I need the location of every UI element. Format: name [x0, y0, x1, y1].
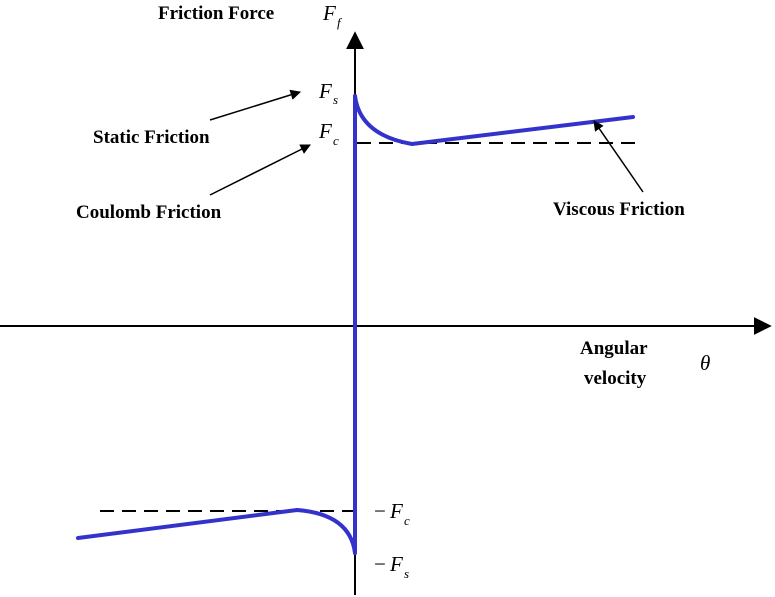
static-friction-arrow — [209, 89, 302, 121]
viscous-friction-label: Viscous Friction — [553, 199, 685, 220]
y-axis-title-symbol-sub: f — [337, 15, 343, 30]
curve-negative-branch — [76, 508, 357, 555]
viscous-friction-arrow — [593, 120, 644, 193]
x-axis-label-line1: Angular — [580, 338, 648, 359]
x-axis-label-line2: velocity — [584, 368, 647, 389]
x-axis-symbol: θ — [700, 351, 710, 375]
fc-negative-symbol: F — [389, 499, 403, 523]
fs-positive-symbol: F — [318, 79, 332, 103]
fc-negative-prefix: − — [374, 499, 386, 523]
fs-negative-symbol: F — [389, 552, 403, 576]
friction-curve — [76, 94, 635, 555]
fc-negative-sub: c — [404, 513, 410, 528]
coulomb-friction-label: Coulomb Friction — [76, 202, 222, 223]
coulomb-friction-arrow — [209, 144, 311, 196]
fs-positive-sub: s — [333, 92, 338, 107]
fs-negative-sub: s — [404, 566, 409, 581]
fc-positive-sub: c — [333, 133, 339, 148]
y-axis-title-symbol: F — [322, 1, 336, 25]
y-axis-title: Friction Force — [158, 3, 274, 24]
static-friction-label: Static Friction — [93, 127, 210, 148]
fs-negative-prefix: − — [374, 552, 386, 576]
curve-positive-branch — [353, 94, 635, 146]
fc-positive-symbol: F — [318, 119, 332, 143]
